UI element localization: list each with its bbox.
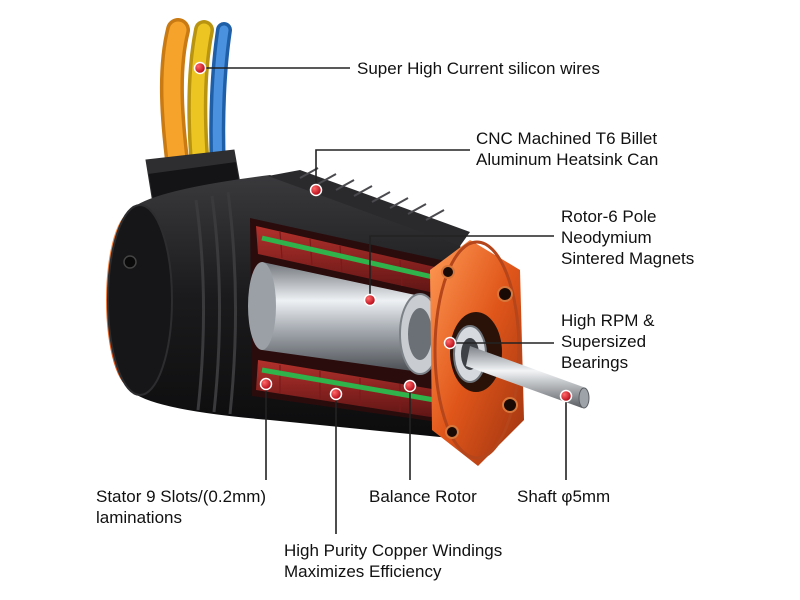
label-heatsink-can: CNC Machined T6 Billet Aluminum Heatsink… (476, 128, 658, 170)
marker-rotor (363, 293, 377, 307)
marker-can (309, 183, 323, 197)
label-shaft: Shaft φ5mm (517, 486, 610, 507)
label-rotor-magnets: Rotor-6 Pole Neodymium Sintered Magnets (561, 206, 694, 269)
label-line: High Purity Copper Windings (284, 541, 503, 560)
label-copper-windings: High Purity Copper Windings Maximizes Ef… (284, 540, 502, 582)
label-bearings: High RPM & Supersized Bearings (561, 310, 655, 373)
marker-wires (193, 61, 207, 75)
label-line: Rotor-6 Pole (561, 207, 657, 226)
shaft (466, 346, 590, 409)
label-line: Shaft φ5mm (517, 487, 611, 506)
silicon-wires (159, 18, 232, 180)
leader-rotor (369, 235, 554, 300)
label-line: Super High Current silicon wires (357, 59, 600, 78)
label-line: Bearings (561, 353, 629, 372)
label-line: Neodymium (561, 228, 652, 247)
label-line: Balance Rotor (369, 487, 477, 506)
label-line: Maximizes Efficiency (284, 562, 442, 581)
label-line: laminations (96, 508, 182, 527)
label-balance-rotor: Balance Rotor (369, 486, 477, 507)
marker-bearing (443, 336, 457, 350)
rotor (248, 262, 441, 375)
label-line: Aluminum Heatsink Can (476, 150, 659, 169)
label-silicon-wires: Super High Current silicon wires (357, 58, 600, 79)
callout-markers (193, 61, 573, 403)
label-line: Sintered Magnets (561, 249, 695, 268)
marker-balance (403, 379, 417, 393)
label-line: CNC Machined T6 Billet (476, 129, 658, 148)
marker-copper (329, 387, 343, 401)
label-line: Supersized (561, 332, 647, 351)
leader-can (315, 149, 470, 188)
label-stator: Stator 9 Slots/(0.2mm) laminations (96, 486, 266, 528)
label-line: High RPM & (561, 311, 655, 330)
marker-shaft (559, 389, 573, 403)
marker-stator (259, 377, 273, 391)
label-line: Stator 9 Slots/(0.2mm) (96, 487, 267, 506)
leader-lines (200, 67, 567, 534)
